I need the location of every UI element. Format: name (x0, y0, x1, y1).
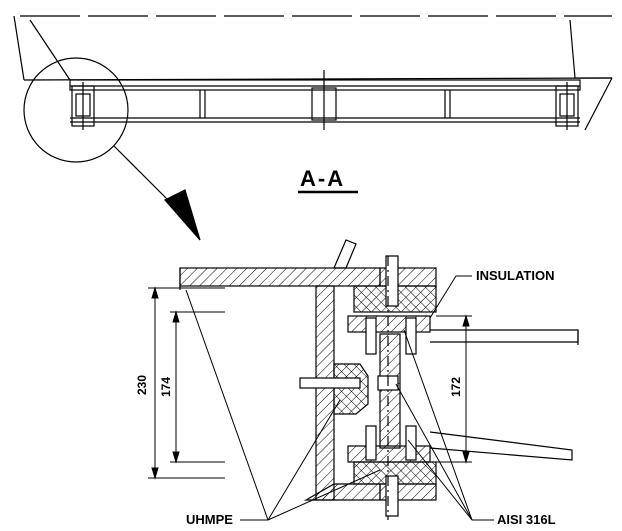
dimension-lines (148, 286, 472, 480)
dimension-172: 172 (449, 376, 464, 398)
leader-lines (185, 275, 494, 521)
dimension-174: 174 (159, 376, 174, 398)
uhmpe-label: UHMPE (186, 512, 233, 527)
dimension-230: 230 (135, 374, 150, 396)
aisi-label: AISI 316L (497, 512, 556, 527)
section-title: A-A (300, 166, 346, 191)
insulation-label: INSULATION (476, 268, 555, 283)
section-detail (179, 239, 579, 520)
overview-view (13, 15, 613, 241)
